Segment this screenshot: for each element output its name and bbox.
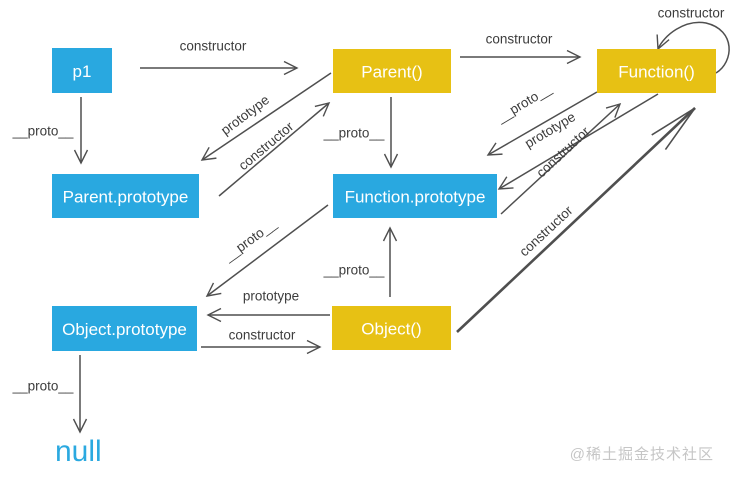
edge-label-p1-to-parent-constructor: constructor [180,39,247,54]
edge-label-object-to-function-prototype-proto: __proto__ [323,263,385,278]
edge-function-prototype-to-function-constructor [500,102,622,215]
node-function [597,49,716,93]
edge-label-p1-to-parent-prototype-proto: __proto__ [12,124,74,139]
null-terminal-label: null [55,435,102,468]
edge-parent-to-parent-prototype-prototype [200,72,332,161]
node-parent [333,49,451,93]
node-label-parent-prototype: Parent.prototype [63,188,189,207]
edge-function-to-function-prototype-proto [486,91,598,156]
edge-label-parent-to-function-prototype-proto: __proto__ [323,126,385,141]
edge-label-function-prototype-to-object-prototype-proto: __proto__ [220,216,279,265]
edge-function-constructor-self-loop [656,21,730,74]
edge-label-object-prototype-to-object-constructor: constructor [229,328,296,343]
node-label-p1: p1 [73,62,92,81]
node-function-prototype [333,174,497,218]
edge-label-object-to-object-prototype-prototype: prototype [243,289,299,304]
edge-label-function-constructor-self-loop: constructor [658,6,725,21]
node-p1 [52,48,112,93]
edge-label-parent-prototype-to-parent-constructor: constructor [236,118,297,173]
edge-label-object-prototype-to-null-proto: __proto__ [12,379,74,394]
edge-parent-prototype-to-parent-constructor [218,101,331,197]
node-label-parent: Parent() [361,63,422,82]
node-parent-prototype [52,174,199,218]
node-label-function: Function() [618,63,695,82]
node-label-object-prototype: Object.prototype [62,320,187,339]
node-object-prototype [52,306,197,351]
edge-label-object-to-function-constructor: constructor [516,202,575,259]
edge-object-to-function-constructor [456,107,696,333]
edge-label-function-to-function-prototype-proto: __proto__ [493,81,554,126]
edge-function-prototype-to-object-prototype-proto [205,204,329,297]
watermark-text: @稀土掘金技术社区 [569,446,714,463]
edge-label-parent-to-function-constructor: constructor [486,32,553,47]
node-label-object: Object() [361,320,421,339]
node-object [332,306,451,350]
node-layer: p1 Parent() Function() Parent.prototype Func… [52,48,716,351]
node-label-function-prototype: Function.prototype [345,188,486,207]
